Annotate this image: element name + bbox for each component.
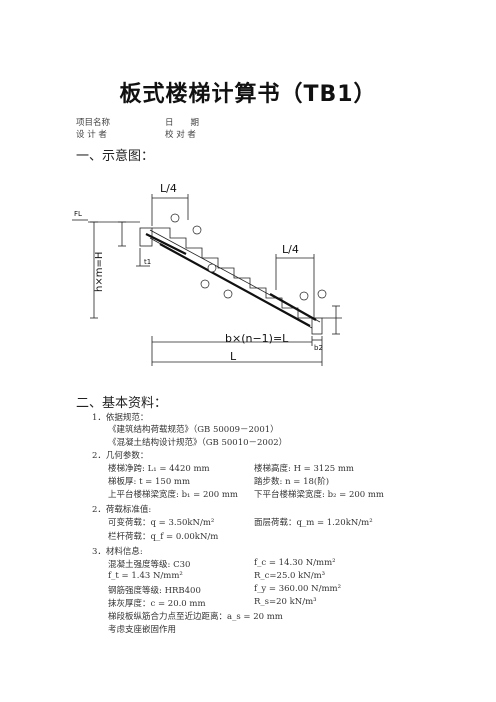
date-label: 日 期 — [165, 118, 200, 128]
spec-concrete-code: 《混凝土结构设计规范》（GB 50010－2002） — [108, 438, 288, 448]
l4-mid-label: L/4 — [282, 243, 299, 256]
total-length-label: L — [230, 350, 237, 363]
mat-plaster: 抹灰厚度：c = 20.0 mm — [108, 599, 206, 609]
geo-steps: 踏步数: n = 18(阶) — [254, 477, 330, 487]
material-heading: 3．材料信息: — [92, 547, 143, 557]
load-railing: 栏杆荷载：q_f = 0.00kN/m — [108, 532, 219, 542]
section-diagram-heading: 一、示意图： — [76, 149, 155, 164]
floor-level-label: FL — [74, 210, 82, 218]
mat-concrete-grade: 混凝土强度等级: C30 — [108, 560, 191, 570]
geo-thickness: 梯板厚: t = 150 mm — [108, 477, 191, 487]
geometry-heading: 2．几何参数： — [92, 451, 149, 461]
project-name-label: 项目名称 — [76, 118, 111, 128]
mat-fy: f_y = 360.00 N/mm² — [254, 584, 341, 594]
load-heading: 2．荷载标准值: — [92, 505, 152, 515]
spec-load-code: 《建筑结构荷载规范》（GB 50009－2001） — [108, 425, 279, 435]
geo-height: 楼梯高度: H = 3125 mm — [254, 464, 354, 474]
mat-cover: 梯段板纵筋合力点至近边距离：a_s = 20 mm — [108, 612, 283, 622]
load-surface: 面层荷载：q_m = 1.20kN/m² — [254, 518, 373, 528]
l4-top-label: L/4 — [160, 182, 177, 195]
mat-rc: R_c=25.0 kN/m³ — [254, 571, 326, 581]
mat-ft: f_t = 1.43 N/mm² — [108, 571, 183, 581]
geo-top-beam: 上平台楼梯梁宽度: b₁ = 200 mm — [108, 490, 238, 500]
checker-label: 校 对 者 — [165, 130, 196, 140]
geo-bottom-beam: 下平台楼梯梁宽度: b₂ = 200 mm — [254, 490, 384, 500]
load-variable: 可变荷载：q = 3.50kN/m² — [108, 518, 215, 528]
mat-fc: f_c = 14.30 N/mm² — [254, 558, 336, 568]
b2-label: b2 — [314, 344, 323, 352]
mat-steel-grade: 钢筋强度等级: HRB400 — [108, 586, 201, 596]
mat-support-fixity: 考虑支座嵌固作用 — [108, 625, 177, 635]
spec-heading: 1．依据规范： — [92, 413, 149, 423]
mat-rs: R_s=20 kN/m³ — [254, 597, 317, 607]
geo-net-span: 楼梯净跨: L₁ = 4420 mm — [108, 464, 210, 474]
section-basic-heading: 二、基本资料： — [76, 396, 168, 411]
designer-label: 设 计 者 — [76, 130, 107, 140]
span-dimension-label: b×(n−1)=L — [225, 332, 289, 345]
t1-label: t1 — [144, 258, 151, 266]
height-dimension-label: h×m=H — [94, 252, 105, 292]
document-title: 板式楼梯计算书（TB1） — [119, 82, 377, 107]
